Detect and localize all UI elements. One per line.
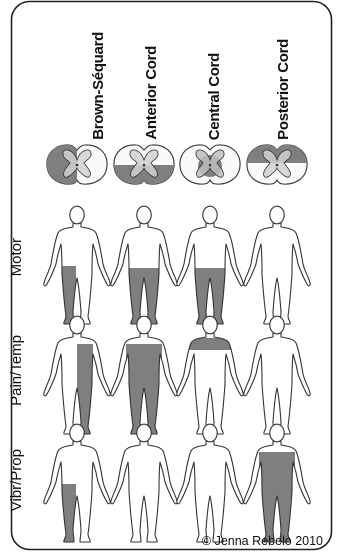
body-figure-icon xyxy=(176,316,244,434)
column-label: Brown-Séquard xyxy=(90,28,107,140)
body-figure-icon xyxy=(44,316,110,436)
spinal-cord-section-icon xyxy=(112,145,176,187)
body-figure-icon xyxy=(44,424,110,544)
body-figure-icon xyxy=(244,316,310,434)
body-figure-icon xyxy=(177,206,243,326)
column-label: Central Cord xyxy=(206,49,223,140)
body-figure-icon xyxy=(244,206,310,324)
column-header-central-cord: Central Cord xyxy=(194,0,234,140)
row-label-text: Motor xyxy=(8,238,25,276)
copyright-text: © Jenna Rebelo 2010 xyxy=(202,534,323,548)
spinal-cord-section-icon xyxy=(45,142,107,186)
spinal-cord-section-icon xyxy=(245,142,309,184)
row-label-vibr-prop: Vibr/Prop xyxy=(4,420,28,540)
row-label-motor: Motor xyxy=(4,205,28,310)
body-figure-icon xyxy=(244,424,310,544)
body-figure-icon xyxy=(44,206,110,326)
body-figure-icon xyxy=(177,424,243,542)
row-label-text: Vibr/Prop xyxy=(8,449,25,511)
column-header-brown-sequard: Brown-Séquard xyxy=(78,0,118,140)
column-header-anterior-cord: Anterior Cord xyxy=(131,0,171,140)
spinal-cord-section-icon xyxy=(180,145,240,184)
body-figure-icon xyxy=(111,206,177,326)
body-figure-icon xyxy=(111,316,177,436)
column-label: Anterior Cord xyxy=(143,42,160,140)
column-label: Posterior Cord xyxy=(275,35,292,140)
body-figure-icon xyxy=(111,424,177,542)
column-header-posterior-cord: Posterior Cord xyxy=(263,0,303,140)
row-label-text: Pain/Temp xyxy=(8,335,25,406)
row-label-pain-temp: Pain/Temp xyxy=(4,315,28,425)
